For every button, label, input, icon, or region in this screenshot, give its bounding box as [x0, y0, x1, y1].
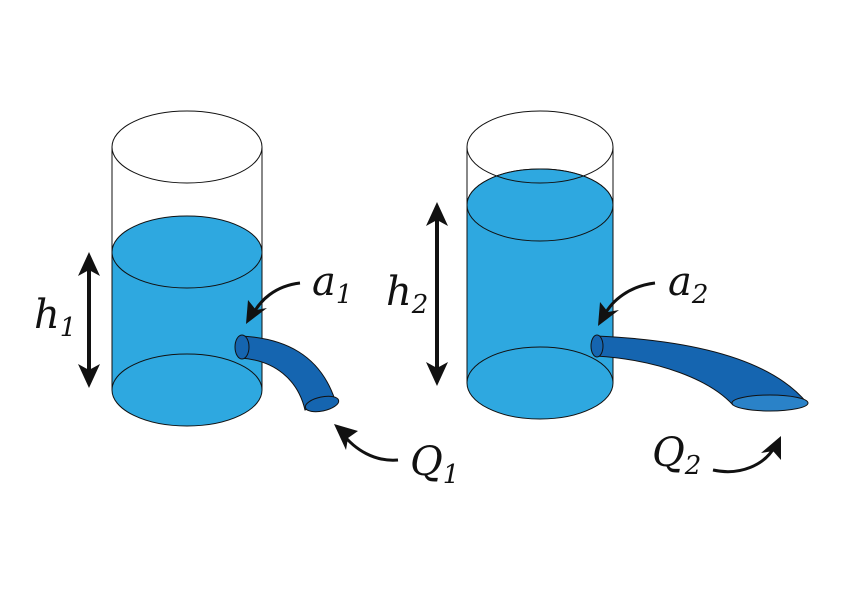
jet-2 [590, 334, 809, 412]
tank-2-bottom-rim [466, 346, 614, 384]
label-Q1-symbol: Q [410, 439, 443, 485]
label-Q1: Q1 [410, 439, 459, 490]
label-h2-symbol: h [386, 269, 412, 315]
label-a2: a2 [668, 259, 708, 310]
label-h1: h1 [34, 292, 76, 343]
label-a1-subscript: 1 [336, 280, 353, 310]
label-h2: h2 [386, 269, 428, 320]
Q2-pointer-arrow-head [761, 436, 781, 460]
label-a1: a1 [312, 259, 352, 310]
h2-arrow-head-top [426, 202, 448, 226]
Q1-pointer-arrow [340, 432, 399, 462]
jet-1-outlet [234, 334, 250, 360]
label-h2-subscript: 2 [411, 290, 429, 320]
label-Q2: Q2 [652, 430, 701, 481]
label-a2-symbol: a [668, 259, 692, 305]
label-h1-symbol: h [34, 292, 60, 338]
h1-arrow-head-top [78, 252, 100, 276]
jet-2-end [731, 394, 809, 412]
jet-1 [234, 334, 340, 413]
label-h1-subscript: 1 [60, 313, 77, 343]
label-a1-symbol: a [312, 259, 336, 305]
tank-2-top-rim [466, 110, 614, 184]
a1-pointer-arrow-head [246, 300, 267, 324]
tank-2 [466, 110, 614, 420]
jet-2-outlet [590, 334, 604, 358]
label-Q2-subscript: 2 [684, 451, 702, 481]
tank-1-water-surface [111, 215, 263, 289]
tank-1-top-rim [111, 110, 263, 184]
Q1-pointer-arrow-head [334, 424, 358, 450]
label-a2-subscript: 2 [691, 280, 709, 310]
a2-pointer-arrow-head [598, 302, 619, 326]
tank-2-water-surface [466, 168, 614, 242]
jet-1-end [304, 395, 340, 413]
h2-arrow-head-bottom [426, 362, 448, 386]
label-Q2-symbol: Q [652, 430, 685, 476]
tank-1 [111, 110, 263, 427]
tank-1-bottom-rim [111, 353, 263, 391]
label-Q1-subscript: 1 [443, 460, 460, 490]
h1-arrow-head-bottom [78, 364, 100, 388]
